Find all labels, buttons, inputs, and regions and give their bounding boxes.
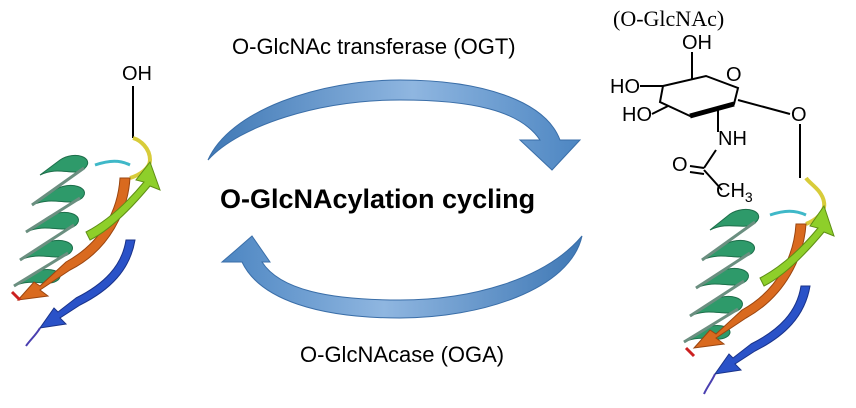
left-hydroxyl-label: OH <box>122 63 152 85</box>
loop-cyan <box>94 159 131 167</box>
forward-arrow <box>207 79 582 171</box>
ring-front-bond <box>689 101 735 119</box>
methyl-bond <box>703 169 723 191</box>
carbonyl-bond-2 <box>689 171 705 175</box>
alpha-helix <box>683 209 759 344</box>
terminus-red <box>10 290 22 302</box>
oga-label: O-GlcNAcase (OGA) <box>300 342 505 367</box>
loop-yellow <box>129 136 153 180</box>
ogt-label: O-GlcNAc transferase (OGT) <box>232 34 516 59</box>
tail-loop <box>25 327 41 347</box>
carbonyl-oxygen-label: O <box>672 154 688 176</box>
methyl-label: CH3 <box>716 180 753 205</box>
ring-oxygen-label: O <box>726 64 742 86</box>
tail-loop <box>703 373 716 395</box>
carbonyl-bond-1 <box>689 165 705 169</box>
reverse-arrow <box>220 235 583 319</box>
anomeric-oxygen-label: O <box>791 104 807 126</box>
strand-green <box>759 204 835 287</box>
sugar-ho-upper: HO <box>610 76 640 98</box>
loop-cyan <box>769 209 807 217</box>
alpha-helix <box>13 155 88 288</box>
strand-green <box>85 160 161 241</box>
strand-blue <box>38 239 136 329</box>
terminus-red <box>684 346 696 358</box>
nh-label: NH <box>718 128 747 150</box>
methyl-subscript: 3 <box>744 189 753 205</box>
amide-bond <box>703 149 717 169</box>
sugar-oh-top: OH <box>682 32 712 54</box>
left-protein <box>10 86 161 347</box>
right-protein <box>683 176 835 395</box>
strand-orange <box>692 223 807 349</box>
strand-blue <box>713 285 811 375</box>
methyl-ch: CH <box>716 180 745 202</box>
ho-lower-bond <box>651 105 669 115</box>
sugar-ho-lower: HO <box>622 104 652 126</box>
glcnac-name: (O-GlcNAc) <box>613 6 725 31</box>
glcnac-structure <box>640 52 801 191</box>
anomeric-bond <box>737 99 791 115</box>
cycle-title: O-GlcNAcylation cycling <box>220 184 536 214</box>
